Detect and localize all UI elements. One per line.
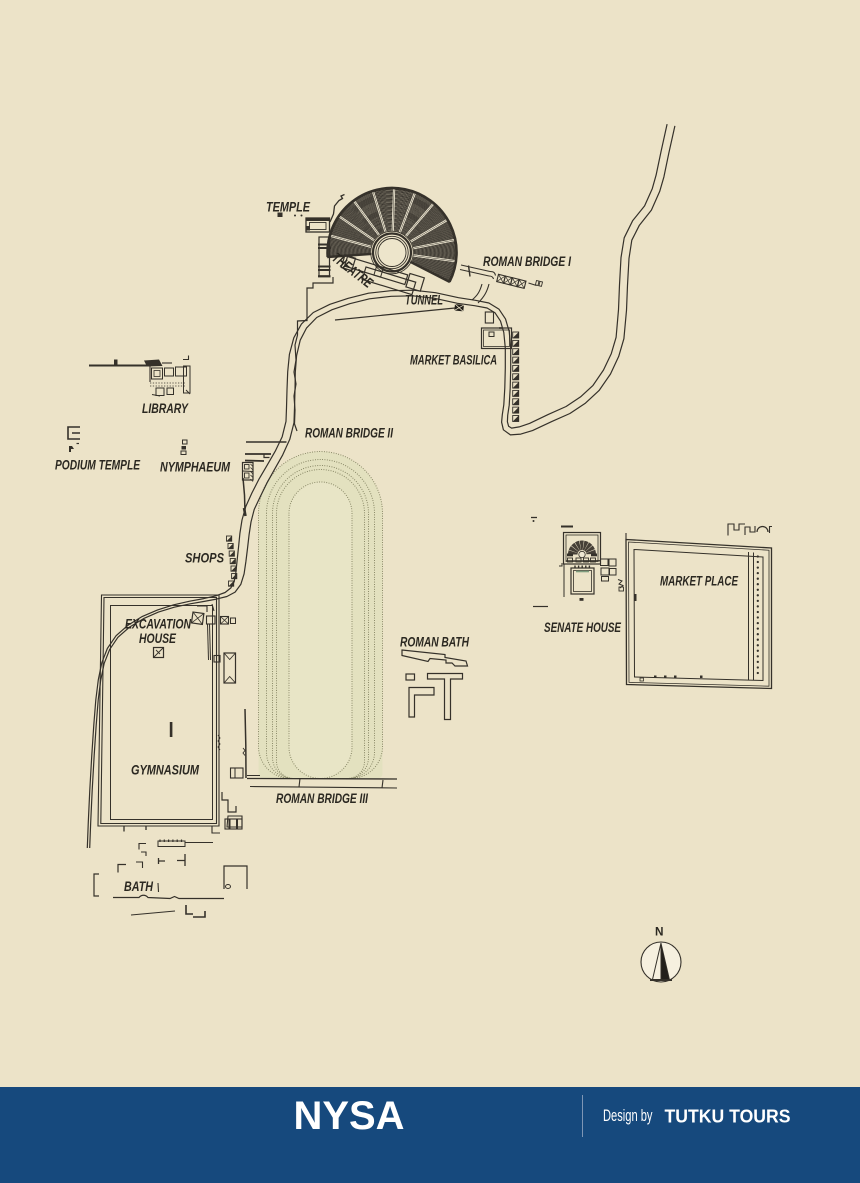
svg-text:GYMNASIUM: GYMNASIUM <box>131 763 200 779</box>
svg-text:Design by: Design by <box>603 1107 653 1125</box>
svg-text:PODIUM TEMPLE: PODIUM TEMPLE <box>55 458 140 474</box>
svg-text:ROMAN BATH: ROMAN BATH <box>400 635 470 651</box>
svg-text:TUTKU TOURS: TUTKU TOURS <box>665 1106 791 1126</box>
svg-text:MARKET BASILICA: MARKET BASILICA <box>410 353 497 369</box>
svg-text:ROMAN BRIDGE II: ROMAN BRIDGE II <box>305 426 394 442</box>
svg-text:TUNNEL: TUNNEL <box>405 293 443 309</box>
svg-text:ROMAN BRIDGE III: ROMAN BRIDGE III <box>276 791 369 807</box>
svg-text:TEMPLE: TEMPLE <box>266 200 310 216</box>
svg-text:EXCAVATION: EXCAVATION <box>125 617 192 633</box>
svg-text:MARKET PLACE: MARKET PLACE <box>660 574 738 590</box>
svg-text:BATH: BATH <box>124 879 154 895</box>
svg-text:ROMAN BRIDGE I: ROMAN BRIDGE I <box>483 254 572 270</box>
svg-text:LIBRARY: LIBRARY <box>142 401 189 417</box>
svg-text:N: N <box>655 927 664 939</box>
svg-text:HOUSE: HOUSE <box>139 631 176 647</box>
svg-text:SHOPS: SHOPS <box>185 551 224 567</box>
svg-text:SENATE HOUSE: SENATE HOUSE <box>544 620 621 636</box>
svg-text:NYSA: NYSA <box>294 1094 405 1138</box>
svg-text:NYMPHAEUM: NYMPHAEUM <box>160 460 231 476</box>
